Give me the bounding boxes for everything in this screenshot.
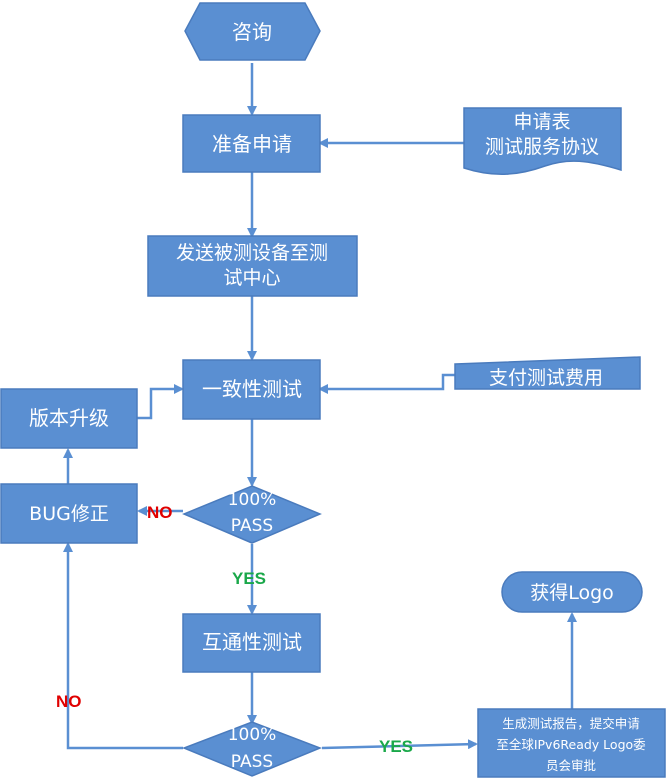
decision-2-line2: PASS [231, 752, 273, 772]
edge-pass2-bugfix [63, 542, 183, 750]
node-send-line2: 试中心 [223, 267, 280, 289]
node-bug-fix: BUG修正 [0, 483, 138, 544]
doc-fee-label: 支付测试费用 [489, 367, 603, 389]
doc-application-form: 申请表 测试服务协议 [463, 107, 622, 175]
node-upgrade-label: 版本升级 [29, 406, 109, 430]
node-consult: 咨询 [184, 2, 321, 61]
node-consult-label: 咨询 [232, 20, 272, 44]
node-interop-test: 互通性测试 [182, 613, 321, 673]
edge-fee-conformance [318, 373, 455, 394]
node-interop-label: 互通性测试 [202, 630, 302, 654]
node-prepare: 准备申请 [182, 114, 321, 173]
node-send-device: 发送被测设备至测 试中心 [147, 235, 358, 297]
node-conformance-label: 一致性测试 [202, 377, 302, 401]
edge-upgrade-conformance [137, 384, 184, 420]
decision-2-line1: 100% [228, 725, 277, 745]
decision-pass-1: 100% PASS [182, 485, 322, 544]
node-logo-label: 获得Logo [530, 582, 614, 604]
label-yes-1: YES [232, 569, 266, 588]
node-version-upgrade: 版本升级 [0, 388, 138, 449]
node-submit-report: 生成测试报告，提交申请 至全球IPv6Ready Logo委 员会审批 [477, 708, 666, 778]
decision-pass-2: 100% PASS [181, 721, 323, 777]
decision-1-line2: PASS [231, 516, 273, 536]
report-line3: 员会审批 [546, 758, 596, 773]
node-conformance-test: 一致性测试 [182, 359, 321, 420]
node-get-logo: 获得Logo [501, 571, 643, 613]
edge-pass2-report [321, 739, 478, 750]
node-prepare-label: 准备申请 [212, 132, 292, 156]
label-yes-2: YES [379, 737, 413, 756]
connectors [63, 63, 577, 750]
label-no-2: NO [56, 692, 82, 711]
doc-form-line1: 申请表 [513, 111, 570, 133]
report-line1: 生成测试报告，提交申请 [502, 716, 640, 731]
node-bugfix-label: BUG修正 [29, 503, 109, 525]
decision-1-line1: 100% [228, 490, 277, 510]
doc-pay-fee: 支付测试费用 [454, 356, 641, 390]
report-line2: 至全球IPv6Ready Logo委 [496, 737, 646, 752]
label-no-1: NO [147, 503, 173, 522]
doc-form-line2: 测试服务协议 [485, 136, 599, 158]
node-send-line1: 发送被测设备至测 [176, 242, 328, 264]
